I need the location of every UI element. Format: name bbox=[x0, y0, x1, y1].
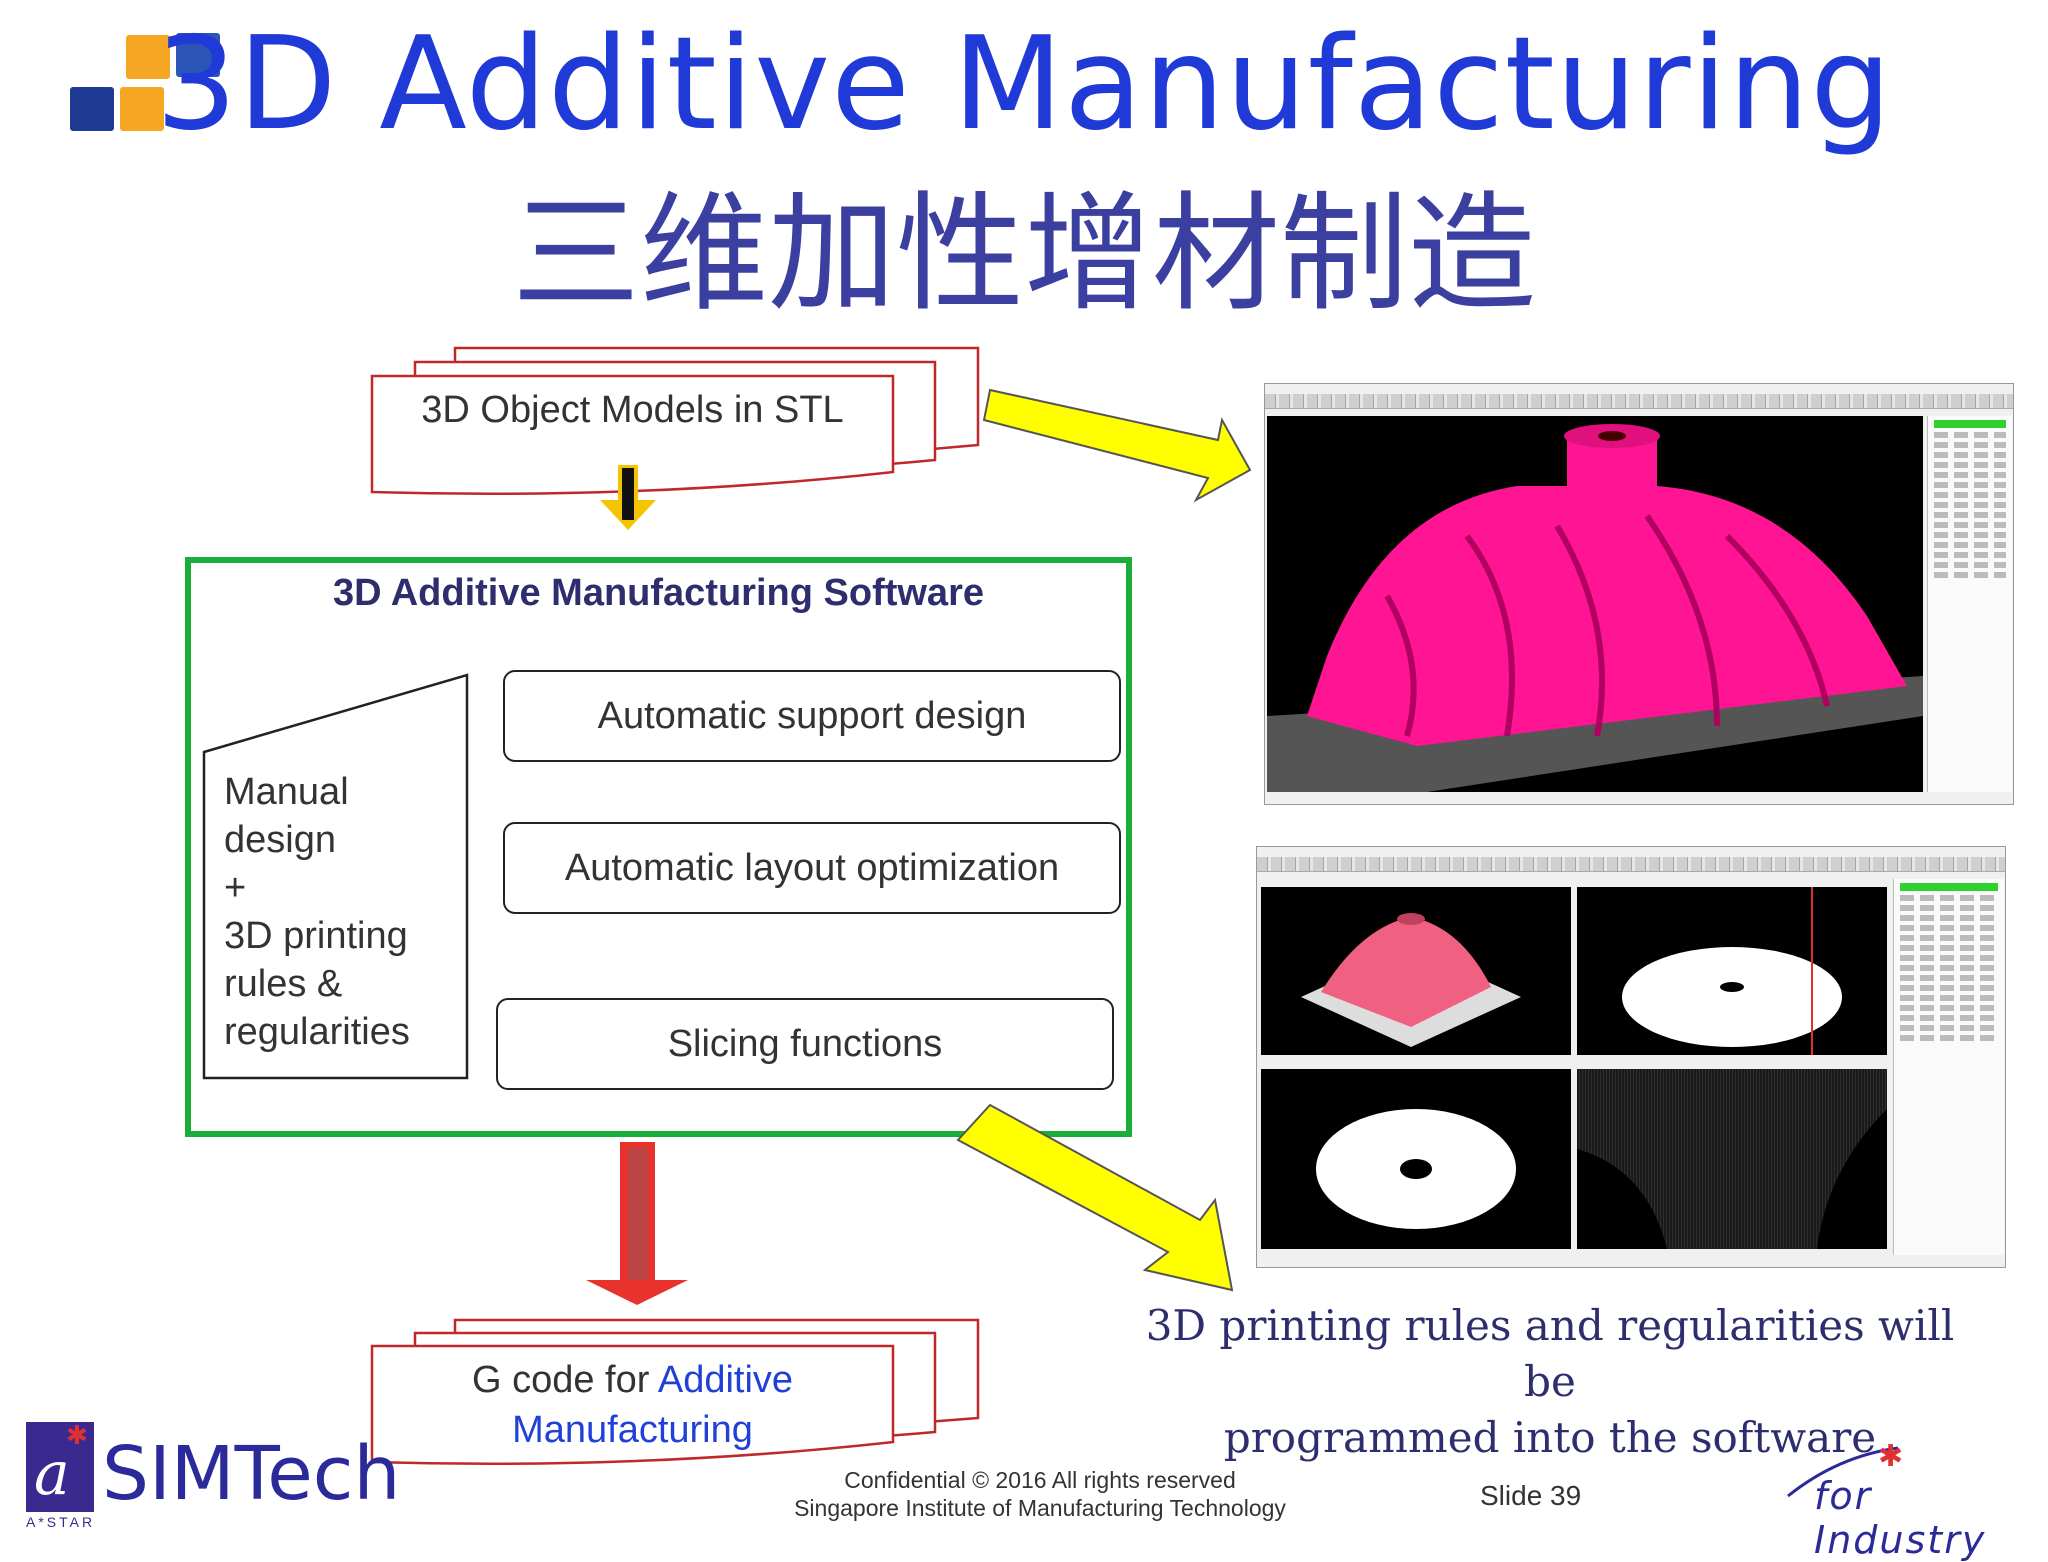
screenshot-toolbar bbox=[1265, 394, 2013, 409]
manual-input-shape bbox=[202, 673, 469, 1080]
screenshot-menubar bbox=[1257, 847, 2005, 857]
logo-squares bbox=[70, 33, 220, 145]
software-screenshot-top bbox=[1264, 383, 2014, 805]
footer-confidential: Confidential © 2016 All rights reserved … bbox=[794, 1467, 1286, 1521]
for-industry-text: for Industry bbox=[1814, 1474, 1987, 1562]
for-industry-logo: ✱ for Industry bbox=[1778, 1436, 2038, 1562]
software-frame bbox=[185, 557, 1132, 1137]
function-layout-optimization: Automatic layout optimization bbox=[503, 822, 1121, 914]
viewport-impeller-3d bbox=[1261, 887, 1571, 1055]
astar-label: A*STAR bbox=[26, 1514, 96, 1530]
screenshot-toolbar bbox=[1257, 857, 2005, 872]
simtech-logo: a ✱ SIMTech A*STAR bbox=[26, 1420, 401, 1530]
slide-title: 3D Additive Manufacturing bbox=[155, 10, 1893, 159]
down-arrow-small bbox=[600, 465, 656, 530]
slide-number: Slide 39 bbox=[1480, 1480, 1582, 1511]
svg-text:✱: ✱ bbox=[1878, 1439, 1903, 1474]
viewport-slice-top bbox=[1577, 887, 1887, 1055]
control-panel bbox=[1893, 879, 2004, 1255]
manual-design-text: Manual design + 3D printing rules & regu… bbox=[224, 771, 410, 1053]
caption: 3D printing rules and regularities will … bbox=[1145, 1301, 1955, 1462]
input-document-stack bbox=[370, 346, 980, 496]
slide-title-chinese: 三维加性增材制造 bbox=[511, 180, 1536, 329]
arrow-to-screenshot-bottom bbox=[956, 1103, 1234, 1292]
screenshot-menubar bbox=[1265, 384, 2013, 394]
software-screenshot-bottom bbox=[1256, 846, 2006, 1268]
viewport-impeller bbox=[1267, 416, 1923, 792]
control-panel bbox=[1927, 416, 2012, 792]
function-support-design: Automatic support design bbox=[503, 670, 1121, 762]
arrow-to-screenshot-top bbox=[982, 388, 1252, 503]
software-title: 3D Additive Manufacturing Software bbox=[333, 572, 984, 614]
output-document-stack bbox=[370, 1318, 980, 1466]
viewport-slice-section bbox=[1261, 1069, 1571, 1249]
output-document-label: G code for Additive Manufacturing bbox=[471, 1359, 794, 1451]
viewport-toolpath-detail bbox=[1577, 1069, 1887, 1249]
simtech-wordmark: SIMTech bbox=[102, 1431, 401, 1517]
down-arrow-red bbox=[586, 1142, 688, 1305]
input-document-label: 3D Object Models in STL bbox=[421, 389, 844, 431]
function-slicing: Slicing functions bbox=[496, 998, 1114, 1090]
